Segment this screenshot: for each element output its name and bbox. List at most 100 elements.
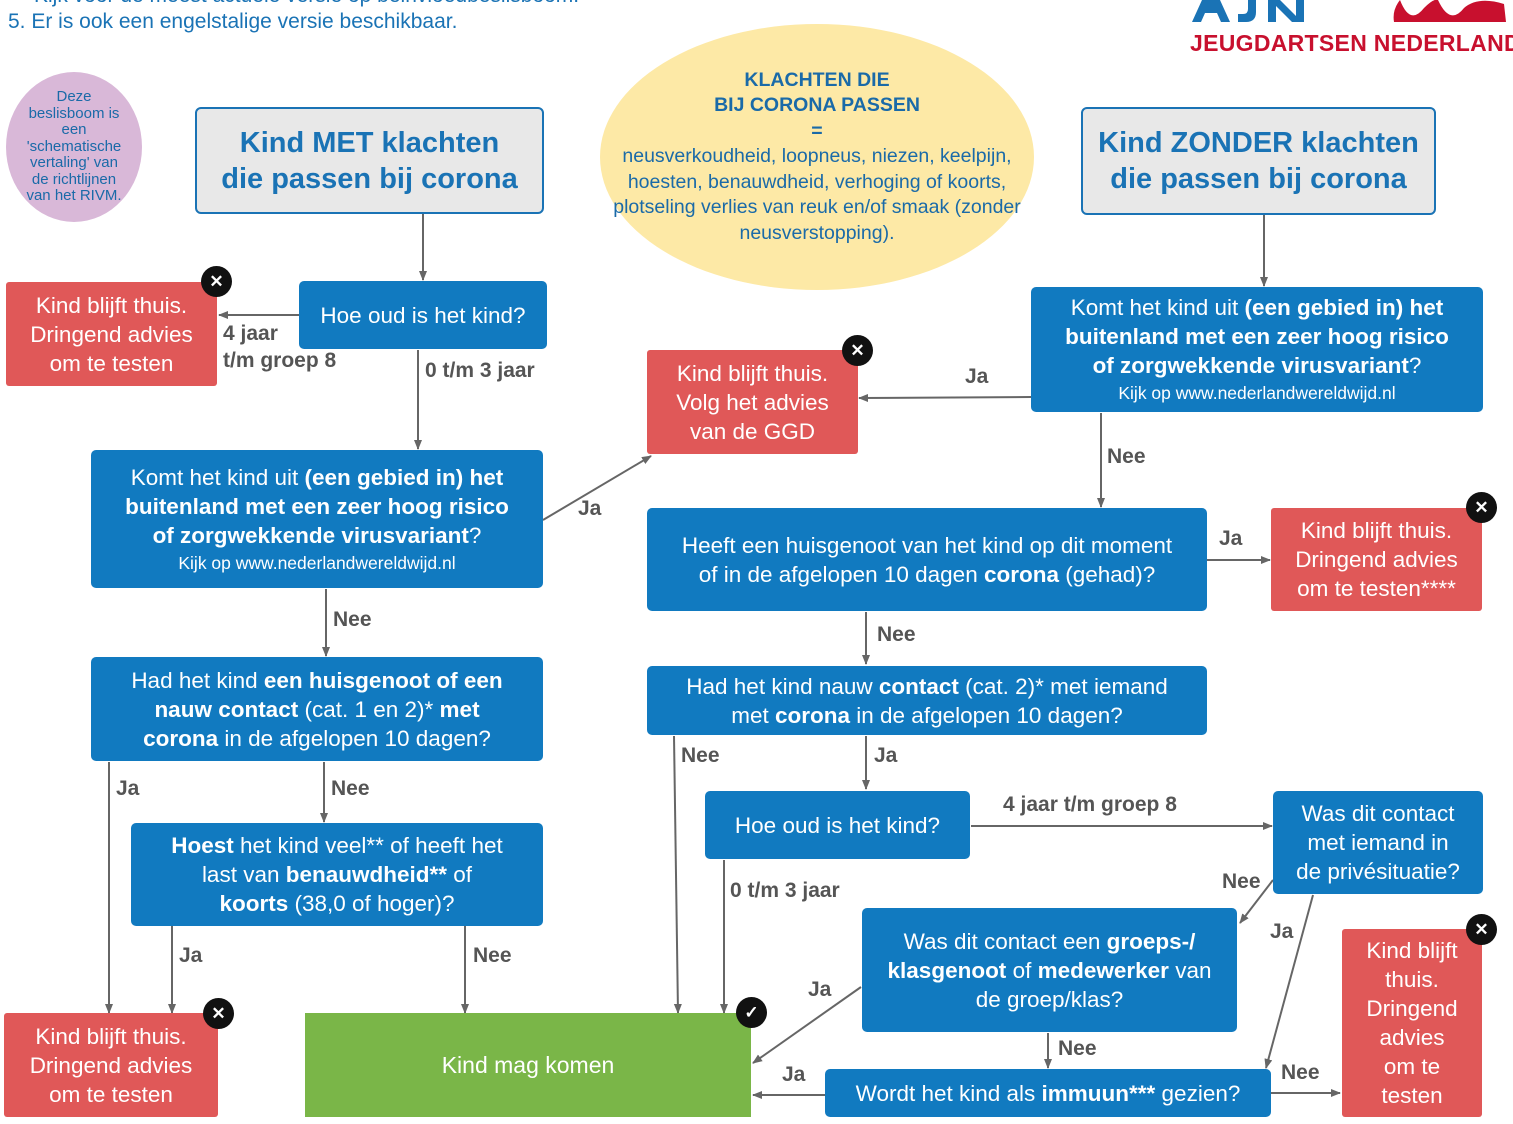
q-bold: met	[439, 696, 480, 722]
header-without-line2: die passen bij corona	[1110, 163, 1407, 195]
q-bold: of zorgwekkende virusvariant	[1092, 353, 1409, 378]
q-text: Was dit contact een	[903, 928, 1107, 954]
header-with-line1: Kind MET klachten	[239, 126, 500, 159]
q-bold: medewerker	[1037, 957, 1169, 983]
q-bold: groeps-/	[1106, 928, 1196, 954]
q-text: of in de afgelopen 10 dagen	[698, 561, 984, 587]
symptoms-bubble: KLACHTEN DIE BIJ CORONA PASSEN = neusver…	[600, 24, 1034, 290]
q-text: de privésituatie?	[1296, 859, 1460, 884]
label-ja: Ja	[808, 978, 832, 1001]
stay-home-line: advies	[1379, 1025, 1445, 1050]
stay-home-test-housemate: Kind blijft thuis. Dringend advies om te…	[1271, 508, 1482, 611]
symptoms-title-line1: KLACHTEN DIE	[744, 68, 890, 91]
stay-home-line: Dringend	[1366, 996, 1458, 1021]
stay-home-test-bottom-left: Kind blijft thuis. Dringend advies om te…	[4, 1013, 218, 1117]
q-bold: benauwdheid**	[285, 862, 448, 887]
label-age-4b-left: t/m groep 8	[223, 349, 337, 372]
private-question: Was dit contact met iemand in de privési…	[1273, 791, 1483, 894]
stay-home-line: Volg het advies	[676, 389, 829, 415]
age-question-left: Hoe oud is het kind?	[299, 281, 547, 349]
contact-question-left: Had het kind een huisgenoot of een nauw …	[91, 657, 543, 761]
label-nee: Nee	[1107, 445, 1146, 468]
stay-home-line: thuis.	[1385, 967, 1439, 992]
q-text: in de afgelopen 10 dagen?	[850, 702, 1123, 728]
q-text: Heeft een huisgenoot van het kind op dit…	[681, 532, 1173, 558]
stay-home-line: Kind blijft	[1366, 938, 1458, 963]
stay-home-line: Dringend advies	[30, 321, 193, 347]
q-bold: corona	[143, 725, 219, 751]
arrow	[542, 455, 652, 521]
header-without-symptoms: Kind ZONDER klachten die passen bij coron…	[1081, 107, 1436, 215]
q-bold: contact	[878, 673, 959, 699]
label-ja: Ja	[1270, 920, 1294, 943]
stay-home-line: om te testen	[49, 350, 174, 376]
label-ja: Ja	[1219, 527, 1243, 550]
q-text: (38,0 of hoger)?	[288, 891, 455, 916]
abroad-question-right: Komt het kind uit (een gebied in) het bu…	[1031, 287, 1483, 412]
arrow	[858, 393, 1032, 402]
q-text: het kind veel** of heeft het	[233, 833, 503, 858]
arrow	[752, 986, 862, 1064]
q-bold: corona	[983, 561, 1059, 587]
q-text: (gehad)?	[1058, 561, 1156, 587]
stay-home-line: Kind blijft thuis.	[676, 360, 829, 386]
logo-subtitle: JEUGDARTSEN NEDERLAND	[1190, 30, 1513, 56]
q-text: of	[1006, 957, 1038, 983]
website-hint: Kijk op www.nederlandwereldwijd.nl	[178, 552, 456, 573]
q-bold: (een gebied in) het	[1244, 295, 1444, 320]
q-text: Was dit contact	[1301, 801, 1455, 826]
close-icon: ✕	[842, 335, 873, 366]
close-icon: ✕	[203, 998, 234, 1029]
label-ja: Ja	[179, 944, 203, 967]
stay-home-line: om te testen	[49, 1081, 173, 1107]
immune-question: Wordt het kind als immuun*** gezien?	[825, 1069, 1271, 1117]
label-nee: Nee	[1222, 870, 1261, 893]
contact-question-right: Had het kind nauw contact (cat. 2)* met …	[647, 666, 1207, 735]
label-nee: Nee	[1058, 1037, 1097, 1060]
stay-home-line: Kind blijft thuis.	[35, 292, 188, 318]
q-text: in de afgelopen 10 dagen?	[218, 725, 491, 751]
stay-home-line: testen	[1381, 1083, 1443, 1108]
stay-home-line: Kind blijft thuis.	[35, 1023, 187, 1049]
close-icon: ✕	[1466, 492, 1497, 523]
label-nee: Nee	[681, 744, 720, 767]
q-text: met	[731, 702, 775, 728]
q-bold: Hoest	[171, 833, 234, 858]
age-question-right: Hoe oud is het kind?	[705, 791, 970, 859]
q-text: Had het kind nauw	[686, 673, 879, 699]
label-nee: Nee	[331, 777, 370, 800]
q-text: (cat. 2)* met iemand	[958, 673, 1168, 699]
close-icon: ✕	[1466, 914, 1497, 945]
label-ja: Ja	[874, 744, 898, 767]
q-text: (cat. 1 en 2)*	[298, 696, 440, 722]
q-bold: buitenland met een zeer hoog risico	[125, 493, 509, 519]
label-age-0-left: 0 t/m 3 jaar	[425, 359, 535, 382]
q-bold: nauw contact	[154, 696, 299, 722]
label-age-0-right: 0 t/m 3 jaar	[730, 879, 840, 902]
q-text: ?	[468, 522, 482, 548]
label-nee: Nee	[877, 623, 916, 646]
label-ja: Ja	[116, 777, 140, 800]
q-text: last van	[201, 862, 286, 887]
q-bold: klasgenoot	[887, 957, 1007, 983]
stay-home-line: Dringend advies	[29, 1052, 193, 1078]
housemate-question: Heeft een huisgenoot van het kind op dit…	[647, 508, 1207, 611]
q-bold: of zorgwekkende virusvariant	[152, 522, 469, 548]
q-bold: (een gebied in) het	[304, 464, 504, 490]
stay-home-line: om te	[1383, 1054, 1441, 1079]
header-with-line2: die passen bij corona	[221, 162, 518, 195]
q-text: of	[447, 862, 473, 887]
stay-home-test-right: Kind blijft thuis. Dringend advies om te…	[1342, 929, 1482, 1117]
arrow	[673, 735, 682, 1014]
check-icon: ✓	[736, 997, 767, 1028]
symptoms-list: neusverkoudheid, loopneus, niezen, keelp…	[613, 145, 1021, 244]
q-text: met iemand in	[1307, 830, 1449, 855]
q-text: van	[1168, 957, 1212, 983]
stay-home-line: Dringend advies	[1295, 547, 1458, 572]
q-text: Komt het kind uit	[130, 464, 305, 490]
header-without-line1: Kind ZONDER klachten	[1098, 127, 1419, 159]
q-text: gezien?	[1155, 1080, 1241, 1106]
header-note-partial: Kijk voor de meest actuele versie op bei…	[34, 0, 674, 8]
